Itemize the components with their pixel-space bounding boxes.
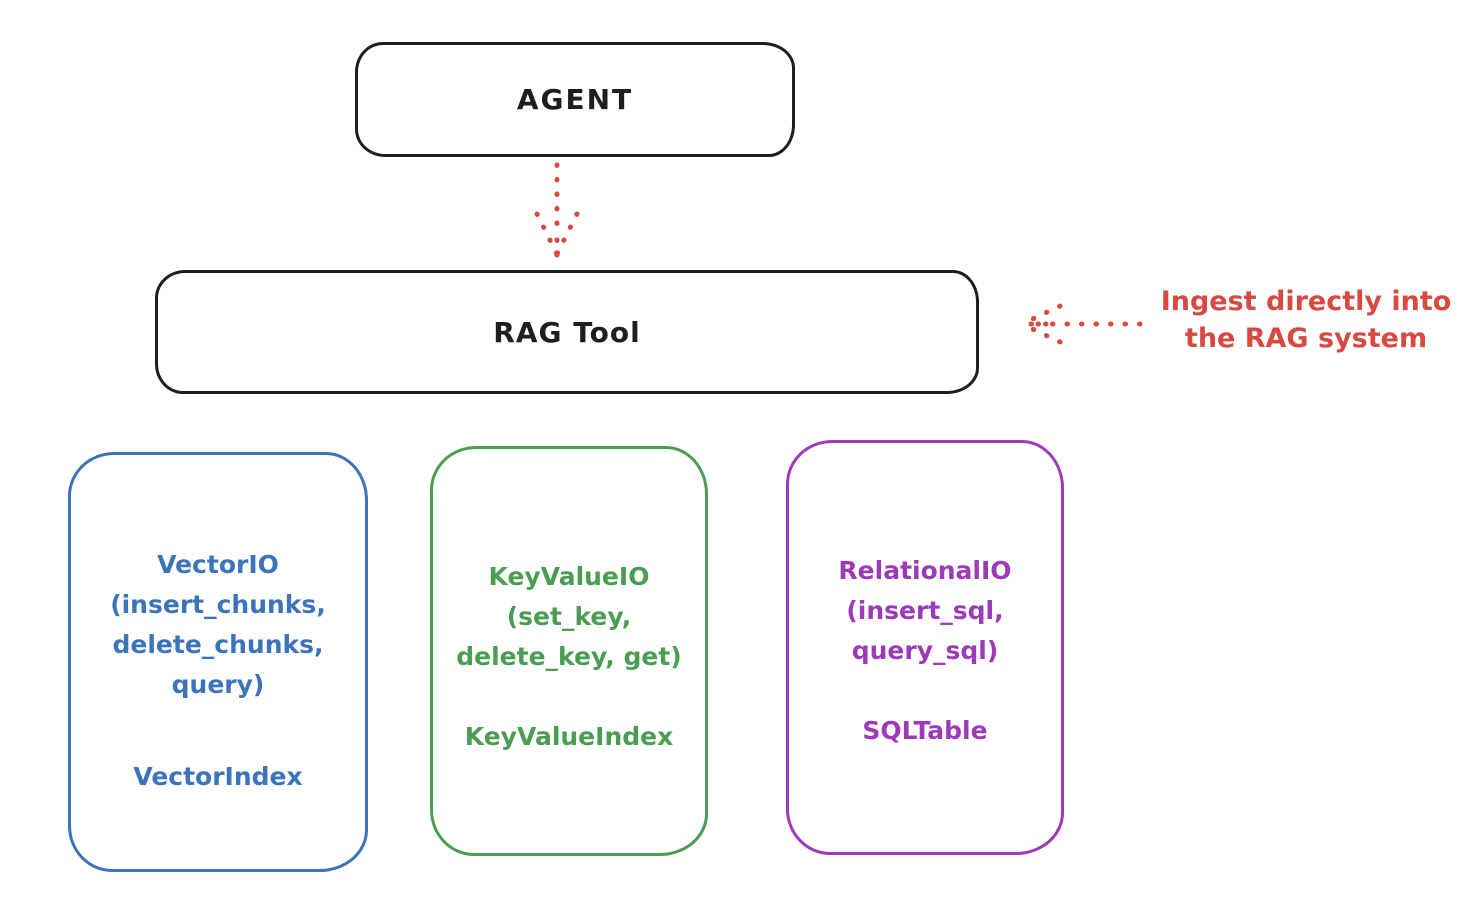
sql-table-label: SQLTable — [862, 716, 988, 745]
vector-io-box: VectorIO (insert_chunks, delete_chunks, … — [68, 452, 368, 872]
ingest-into-rag-arrow — [1016, 296, 1144, 352]
dotted-left-arrow-icon — [1017, 303, 1143, 345]
vector-index-label: VectorIndex — [133, 762, 303, 791]
dotted-down-arrow-icon — [534, 162, 580, 261]
agent-box: AGENT — [355, 42, 795, 157]
agent-to-ragtool-arrow — [525, 162, 589, 266]
relational-io-signature: RelationalIO (insert_sql, query_sql) — [838, 556, 1012, 665]
vector-io-signature: VectorIO (insert_chunks, delete_chunks, … — [110, 550, 326, 699]
rag-tool-box: RAG Tool — [155, 270, 979, 394]
keyvalue-io-signature: KeyValueIO (set_key, delete_key, get) — [456, 562, 682, 671]
keyvalue-io-box: KeyValueIO (set_key, delete_key, get) Ke… — [430, 446, 708, 856]
rag-tool-box-label: RAG Tool — [493, 315, 641, 349]
ingest-annotation: Ingest directly into the RAG system — [1160, 286, 1452, 354]
relational-io-box: RelationalIO (insert_sql, query_sql) SQL… — [786, 440, 1064, 855]
agent-box-label: AGENT — [516, 83, 634, 116]
keyvalue-index-label: KeyValueIndex — [464, 722, 674, 751]
